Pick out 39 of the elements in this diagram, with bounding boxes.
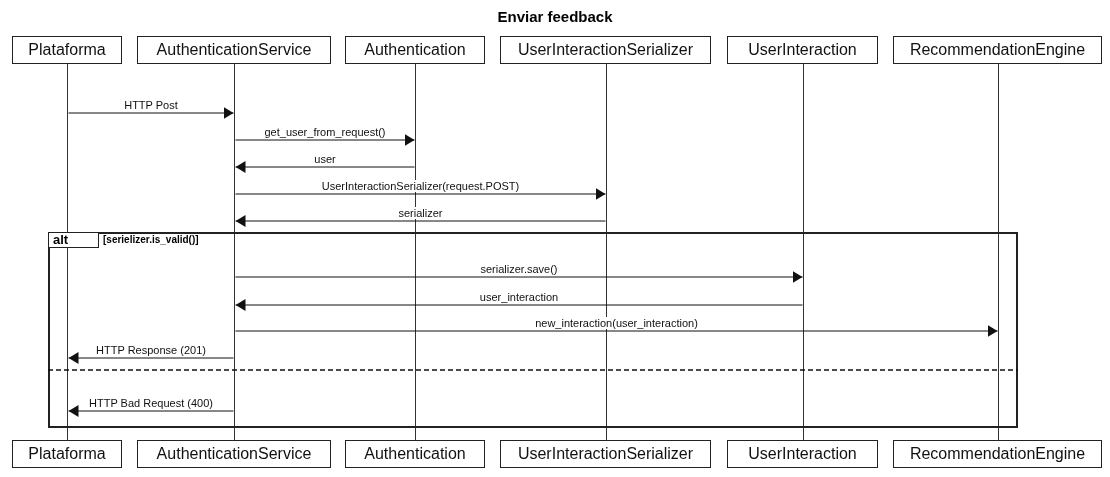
message-label: user_interaction xyxy=(477,291,561,303)
message-arrow xyxy=(235,271,803,283)
participant-box: UserInteraction xyxy=(727,36,878,64)
message-arrow xyxy=(68,405,234,417)
lifeline xyxy=(67,64,68,440)
participant-box: UserInteractionSerializer xyxy=(500,36,711,64)
message-arrow xyxy=(68,352,234,364)
participant-box: RecommendationEngine xyxy=(893,36,1102,64)
message-arrow xyxy=(235,188,606,200)
message-label: HTTP Bad Request (400) xyxy=(87,397,215,409)
message-arrow xyxy=(235,325,998,337)
message-label: new_interaction(user_interaction) xyxy=(533,317,700,329)
message-arrow xyxy=(235,161,415,173)
message-arrow xyxy=(68,107,234,119)
lifeline xyxy=(803,64,804,440)
message-label: HTTP Post xyxy=(122,99,180,111)
participant-box: Authentication xyxy=(345,36,485,64)
participant-box: UserInteraction xyxy=(727,440,878,468)
participant-box: AuthenticationService xyxy=(137,36,331,64)
participant-box: Plataforma xyxy=(12,36,122,64)
participant-box: Authentication xyxy=(345,440,485,468)
message-label: UserInteractionSerializer(request.POST) xyxy=(319,180,522,192)
lifeline xyxy=(234,64,235,440)
lifeline xyxy=(606,64,607,440)
message-arrow xyxy=(235,299,803,311)
participant-box: AuthenticationService xyxy=(137,440,331,468)
message-arrow xyxy=(235,134,415,146)
message-arrow xyxy=(235,215,606,227)
participant-box: Plataforma xyxy=(12,440,122,468)
message-label: HTTP Response (201) xyxy=(94,344,208,356)
participant-box: RecommendationEngine xyxy=(893,440,1102,468)
message-label: serializer.save() xyxy=(478,263,560,275)
fragment-tag: alt xyxy=(49,233,100,248)
message-label: get_user_from_request() xyxy=(262,126,388,138)
lifeline xyxy=(998,64,999,440)
diagram-title: Enviar feedback xyxy=(497,8,613,25)
participant-box: UserInteractionSerializer xyxy=(500,440,711,468)
message-label: serializer xyxy=(396,207,445,219)
guard-condition: [serielizer.is_valid()] xyxy=(103,234,199,246)
